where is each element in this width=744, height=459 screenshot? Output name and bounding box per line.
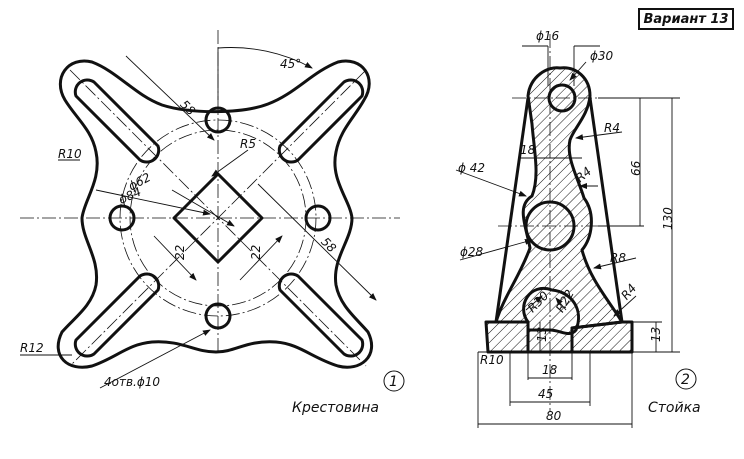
slot-bottom-right [277, 272, 365, 358]
slot-top-left [73, 78, 161, 164]
stoyka-cutout [522, 286, 580, 336]
part2-name: Стойка [648, 400, 701, 416]
part1-name: Крестовина [292, 400, 379, 416]
dim-d16: ϕ16 [536, 29, 560, 43]
dim-45: 45 [538, 387, 553, 401]
dim-d30: ϕ30 [590, 49, 614, 63]
dim-58-right: 58 [318, 235, 339, 256]
part2-number-circle [675, 368, 697, 390]
dim-13-right: 13 [649, 327, 663, 342]
dim-22-left: 22 [173, 245, 187, 260]
dim-r10: R10 [58, 147, 82, 161]
part-krestovina: 45° 58 58 R10 R5 ϕ62 ϕ84 22 22 R12 4отв.… [20, 30, 405, 416]
variant-label: Вариант 13 [638, 8, 734, 30]
dim-angle-45: 45° [280, 57, 301, 71]
dim-13-inner: 13 [535, 327, 549, 342]
dim-d42: ϕ 42 [458, 161, 485, 175]
dim-80: 80 [546, 409, 562, 423]
dim-r4-low: R4 [618, 281, 639, 302]
dim-22-right: 22 [249, 245, 263, 260]
part1-number: 1 [389, 374, 398, 390]
dim-r4-top: R4 [604, 121, 620, 135]
krestovina-outline [56, 59, 374, 369]
dim-d28: ϕ28 [460, 245, 484, 259]
dim-holes: 4отв.ϕ10 [104, 375, 160, 389]
dim-58-top: 58 [177, 97, 198, 118]
stoyka-base [484, 320, 530, 354]
dim-r12: R12 [20, 341, 44, 355]
slot-bottom-left [73, 272, 161, 358]
part2-number: 2 [681, 372, 690, 388]
dim-18-bottom: 18 [542, 363, 558, 377]
dim-18-top: 18 [520, 143, 536, 157]
part1-number-circle [383, 370, 405, 392]
dim-r5: R5 [240, 137, 256, 151]
dim-130: 130 [661, 207, 675, 230]
part-stoyka: ϕ16 ϕ30 R4 18 R4 66 ϕ 42 130 ϕ28 R8 R4 R… [455, 29, 701, 428]
dim-r10-base: R10 [480, 353, 504, 367]
dim-66: 66 [629, 160, 643, 176]
dim-r8: R8 [610, 251, 626, 265]
